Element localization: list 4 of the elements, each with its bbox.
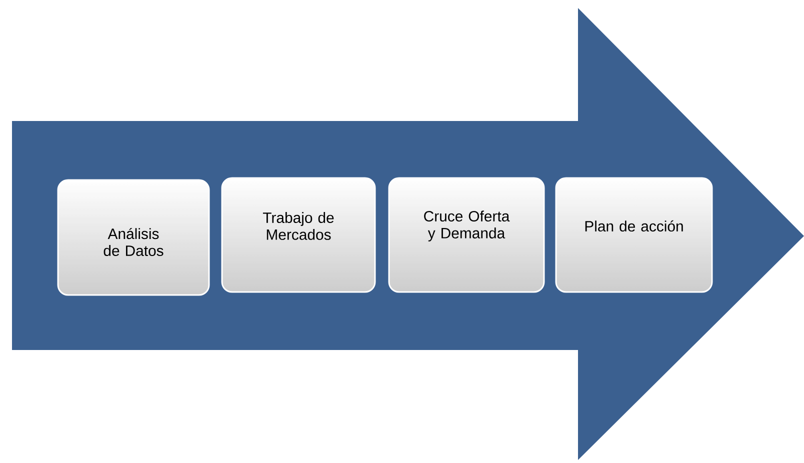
step-box: Cruce Oferta y Demanda xyxy=(388,177,545,293)
step-box: Plan de acción xyxy=(555,177,713,293)
step-box: Análisis de Datos xyxy=(57,179,210,296)
step-box: Trabajo de Mercados xyxy=(221,177,376,293)
